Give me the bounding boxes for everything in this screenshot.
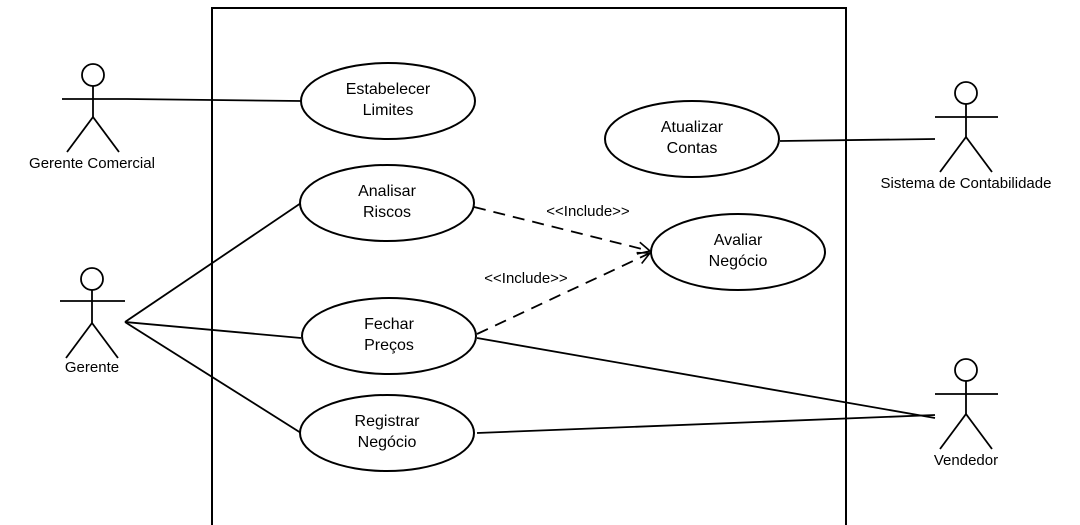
- use-case-label-line1: Atualizar: [661, 119, 724, 136]
- actor-label-vendedor: Vendedor: [934, 452, 998, 469]
- actor-label-sistema-contabilidade: Sistema de Contabilidade: [881, 175, 1052, 192]
- actor-label-gerente-comercial: Gerente Comercial: [29, 155, 155, 172]
- actor-sistema-contabilidade[interactable]: [935, 81, 998, 173]
- use-case-label-line2: Preços: [364, 337, 414, 354]
- use-case-label-line2: Contas: [667, 140, 718, 157]
- use-case-label-line1: Avaliar: [714, 232, 763, 249]
- actor-vendedor[interactable]: [935, 358, 998, 450]
- actor-head: [954, 81, 978, 105]
- use-case-label-line2: Limites: [363, 102, 414, 119]
- association-gerente-comercial-estabelecer-limites: [124, 98, 302, 102]
- use-case-estabelecer-limites[interactable]: Estabelecer Limites: [300, 62, 476, 140]
- actor-gerente[interactable]: [60, 267, 125, 359]
- use-case-label-line1: Registrar: [355, 413, 421, 430]
- actor-head: [81, 63, 105, 87]
- actor-gerente-comercial[interactable]: [62, 63, 125, 153]
- use-case-label-line2: Negócio: [709, 253, 768, 270]
- use-case-label-line1: Estabelecer: [346, 81, 431, 98]
- actor-head: [80, 267, 104, 291]
- association-gerente-registrar-negocio: [124, 321, 302, 434]
- use-case-registrar-negocio[interactable]: Registrar Negócio: [299, 394, 475, 472]
- use-case-fechar-precos[interactable]: Fechar Preços: [301, 297, 477, 375]
- include-arrow-analisar-riscos-avaliar-negocio: [473, 206, 652, 255]
- use-case-label-line2: Negócio: [358, 434, 417, 451]
- use-case-atualizar-contas[interactable]: Atualizar Contas: [604, 100, 780, 178]
- actor-label-gerente: Gerente: [65, 359, 119, 376]
- association-fechar-precos-vendedor: [476, 337, 936, 419]
- association-atualizar-contas-sistema-contabilidade: [779, 138, 936, 142]
- include-label-1: <<Include>>: [546, 203, 630, 220]
- include-arrow-fechar-precos-avaliar-negocio: [476, 251, 652, 335]
- use-case-label-line1: Fechar: [364, 316, 414, 333]
- use-case-avaliar-negocio[interactable]: Avaliar Negócio: [650, 213, 826, 291]
- association-gerente-analisar-riscos: [124, 202, 302, 323]
- association-gerente-fechar-precos: [124, 321, 302, 339]
- association-registrar-negocio-vendedor: [476, 414, 936, 434]
- use-case-label-line1: Analisar: [358, 183, 416, 200]
- system-boundary: [211, 7, 847, 525]
- include-label-2: <<Include>>: [484, 270, 568, 287]
- use-case-label-line2: Riscos: [363, 204, 411, 221]
- actor-head: [954, 358, 978, 382]
- use-case-analisar-riscos[interactable]: Analisar Riscos: [299, 164, 475, 242]
